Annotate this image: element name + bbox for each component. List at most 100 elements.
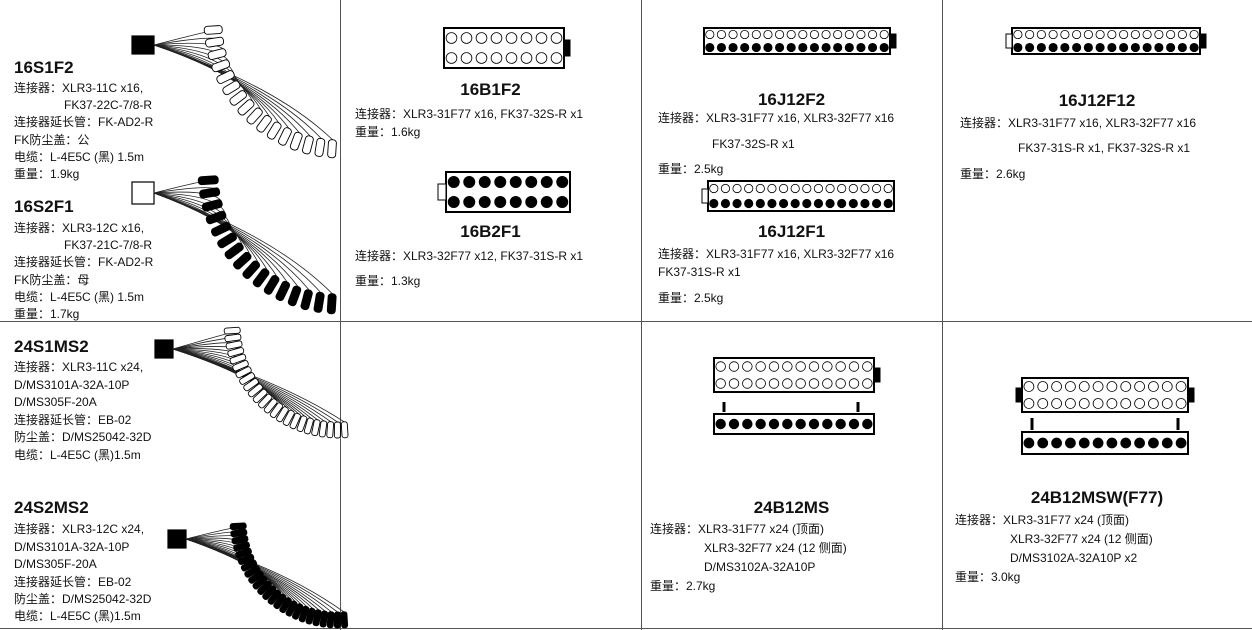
xlr-male-socket <box>871 183 882 194</box>
connector-spec: 连接器：XLR3-31F77 x16, FK37-32S-R x1 <box>355 107 584 121</box>
xlr-female-socket <box>862 418 873 430</box>
xlr-female-socket <box>1166 42 1176 53</box>
xlr-male-socket <box>1142 29 1152 40</box>
xlr-male-socket <box>755 378 766 389</box>
dust-cap-spec: 防尘盖：D/MS25042-32D <box>14 430 152 444</box>
product-title: 16J12F1 <box>757 222 826 241</box>
xlr-male-socket <box>445 52 458 64</box>
cable-wire <box>153 44 262 110</box>
connector-spec: 连接器：XLR3-11C x24, <box>14 360 144 374</box>
product-title: 16J12F2 <box>757 90 826 109</box>
connector-spec-cont: XLR3-32F77 x24 (12 侧面) <box>704 541 847 555</box>
xlr-plug <box>256 115 272 133</box>
box-connector-illustration <box>437 171 571 213</box>
xlr-female-socket <box>1092 437 1104 449</box>
xlr-male-socket <box>862 361 873 372</box>
xlr-male-socket <box>1107 29 1117 40</box>
xlr-male-socket <box>490 32 503 44</box>
xlr-male-socket <box>1051 381 1062 392</box>
xlr-plug <box>340 611 349 629</box>
xlr-plug <box>225 340 243 350</box>
multipin-connector-tab <box>1005 33 1013 49</box>
xlr-male-socket <box>1078 381 1090 392</box>
xlr-plug <box>237 99 255 116</box>
xlr-female-socket <box>478 176 491 188</box>
connector-spec: 连接器：XLR3-12C x16, <box>14 221 145 235</box>
multipin-connector-block <box>131 35 155 55</box>
xlr-male-socket <box>763 29 773 40</box>
xlr-male-socket <box>715 378 726 389</box>
xlr-plug <box>224 242 244 260</box>
xlr-male-socket <box>790 183 800 194</box>
xlr-female-socket <box>540 196 553 208</box>
xlr-male-socket <box>1161 381 1173 392</box>
xlr-male-socket <box>475 52 488 64</box>
xlr-male-socket <box>705 29 715 40</box>
xlr-plug <box>263 398 278 414</box>
xlr-male-socket <box>775 29 785 40</box>
xlr-male-socket <box>809 29 819 40</box>
xlr-plug <box>282 409 295 426</box>
multipin-connector-block <box>131 181 155 205</box>
xlr-plug <box>319 610 329 628</box>
xlr-plug <box>296 415 308 433</box>
xlr-female-socket <box>879 42 889 53</box>
xlr-male-socket <box>732 183 742 194</box>
xlr-male-socket <box>1072 29 1082 40</box>
xlr-female-socket <box>1065 437 1076 449</box>
connector-spec-cont: FK37-31S-R x1 <box>658 265 741 279</box>
weight-spec: 重量：1.3kg <box>355 274 421 288</box>
xlr-plug <box>305 607 316 625</box>
xlr-female-socket <box>463 176 476 188</box>
xlr-male-socket <box>844 29 854 40</box>
xlr-male-socket <box>460 52 473 64</box>
xlr-female-socket <box>763 42 773 53</box>
xlr-plug <box>244 565 261 578</box>
weight-spec: 重量：1.6kg <box>355 125 421 139</box>
xlr-female-socket <box>775 42 785 53</box>
xlr-plug <box>263 275 280 295</box>
xlr-male-socket <box>1023 398 1035 409</box>
xlr-female-socket <box>525 176 538 188</box>
xlr-female-socket <box>732 198 742 209</box>
xlr-plug <box>248 570 264 584</box>
xlr-male-socket <box>1013 29 1023 40</box>
xlr-male-socket <box>856 29 866 40</box>
xlr-female-socket <box>1051 437 1062 449</box>
xlr-female-socket <box>821 42 831 53</box>
xlr-plug <box>257 580 272 595</box>
xlr-plug <box>287 285 302 307</box>
xlr-female-socket <box>715 418 726 430</box>
xlr-female-socket <box>837 198 847 209</box>
weight-spec: 重量：3.0kg <box>955 570 1021 584</box>
xlr-female-socket <box>790 198 800 209</box>
xlr-male-socket <box>740 29 750 40</box>
xlr-female-socket <box>1072 42 1082 53</box>
multipin-connector-tab <box>701 188 709 204</box>
xlr-plug <box>233 251 252 270</box>
xlr-plug <box>269 402 283 419</box>
xlr-plug <box>314 137 326 157</box>
xlr-female-socket <box>1036 42 1046 53</box>
xlr-male-socket <box>1134 398 1145 409</box>
product-title: 16S2F1 <box>14 197 74 216</box>
xlr-female-socket <box>1106 437 1118 449</box>
box-connector-illustration <box>1015 377 1195 455</box>
xlr-female-socket <box>848 418 860 430</box>
xlr-male-socket <box>837 183 847 194</box>
xlr-female-socket <box>798 42 808 53</box>
xlr-plug <box>205 210 227 225</box>
connector-box <box>443 27 565 69</box>
xlr-plug <box>203 25 223 35</box>
multipin-connector-tab <box>1015 387 1023 403</box>
xlr-plug <box>230 528 248 538</box>
product-title: 16B1F2 <box>460 80 521 99</box>
xlr-plug <box>278 127 292 146</box>
cable-spec: 电缆：L-4E5C (黑) 1.5m <box>14 150 145 164</box>
xlr-male-socket <box>1148 381 1159 392</box>
xlr-male-socket <box>825 183 835 194</box>
xlr-male-socket <box>862 378 873 389</box>
xlr-male-socket <box>782 361 793 372</box>
xlr-male-socket <box>1025 29 1035 40</box>
xlr-plug <box>258 393 273 409</box>
